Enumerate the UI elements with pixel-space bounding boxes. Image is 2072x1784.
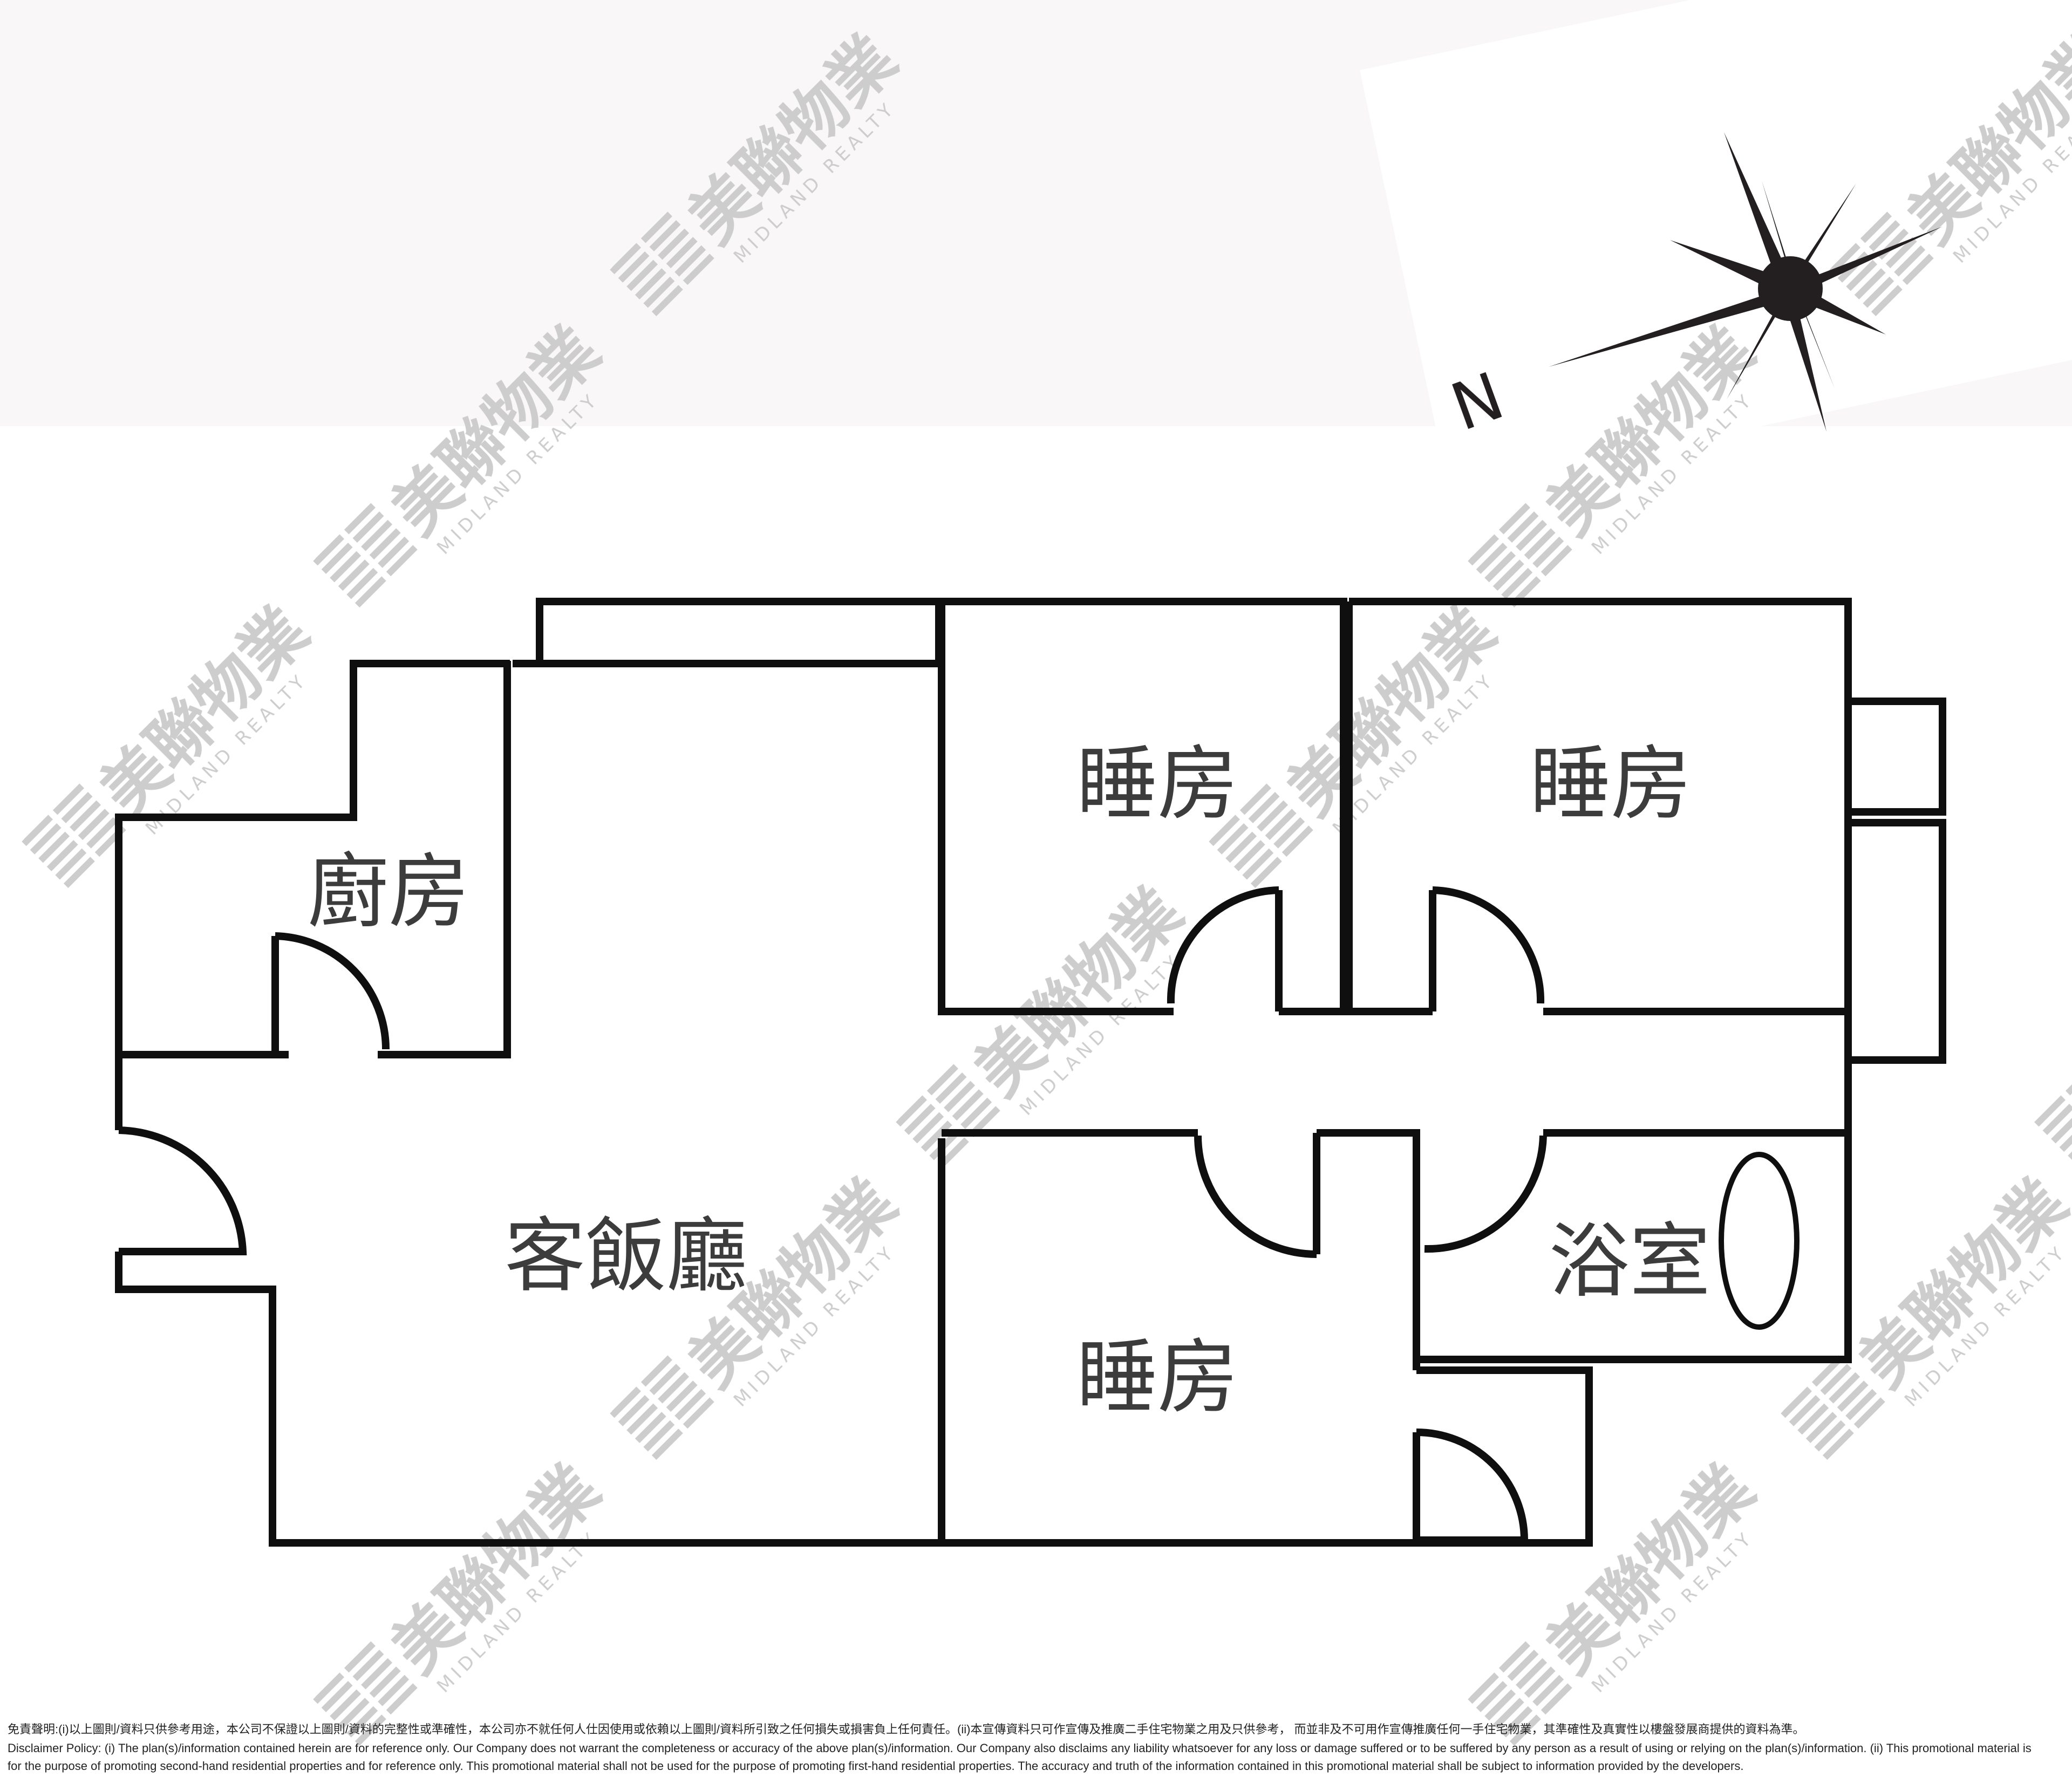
svg-text:美聯物業: 美聯物業: [1273, 593, 1510, 830]
watermark: 美聯物業 MIDLAND REALTY: [313, 313, 614, 608]
svg-text:美聯物業: 美聯物業: [1532, 313, 1769, 549]
walls: [115, 598, 1946, 1547]
bedroom-door-swing: [1432, 886, 1545, 1004]
bathtub: [1719, 1152, 1800, 1330]
bay-window: [1844, 698, 1946, 816]
svg-text:美聯物業: 美聯物業: [86, 593, 323, 830]
kitchen-label: 廚房: [308, 845, 469, 939]
watermark: [2034, 1064, 2072, 1169]
room-labels: 廚房 客飯廳 睡房 睡房 睡房 浴室: [308, 737, 1710, 1425]
disclaimer-english-2: for the purpose of promoting second-hand…: [8, 1759, 1744, 1773]
watermark: 美聯物業 MIDLAND REALTY: [610, 22, 911, 317]
svg-text:美聯物業: 美聯物業: [674, 22, 911, 258]
bathroom-label: 浴室: [1549, 1215, 1710, 1309]
watermark: 美聯物業 MIDLAND REALTY: [1468, 313, 1769, 608]
bedroom-label: 睡房: [1076, 737, 1238, 831]
watermark: 美聯物業 MIDLAND REALTY: [1781, 1165, 2072, 1460]
bedroom-label: 睡房: [1530, 737, 1692, 831]
svg-text:美聯物業: 美聯物業: [378, 1451, 614, 1687]
balcony: [536, 598, 943, 667]
kitchen-door-swing: [275, 932, 390, 1050]
closet-door-swing: [1416, 1428, 1529, 1544]
living-dining-label: 客飯廳: [505, 1209, 747, 1303]
watermark: 美聯物業 MIDLAND REALTY: [313, 1451, 614, 1746]
bedroom-door-swing: [1194, 1135, 1317, 1258]
svg-text:美聯物業: 美聯物業: [1532, 1451, 1769, 1687]
kitchen-wall: [378, 661, 511, 1058]
compass-center: [1758, 256, 1823, 321]
watermark: 美聯物業 MIDLAND REALTY: [22, 593, 323, 888]
watermark: 美聯物業 MIDLAND REALTY: [1829, 22, 2072, 317]
north-label: N: [1442, 359, 1513, 446]
bedroom-label: 睡房: [1076, 1331, 1238, 1425]
entrance-door-swing: [118, 1126, 247, 1255]
watermark: 美聯物業 MIDLAND REALTY: [1209, 593, 1510, 888]
bedroom-door-swing: [1167, 886, 1279, 1004]
disclaimer-chinese: 免責聲明:(i)以上圖則/資料只供參考用途，本公司不保證以上圖則/資料的完整性或…: [8, 1723, 1805, 1736]
disclaimer-english-1: Disclaimer Policy: (i) The plan(s)/infor…: [8, 1741, 2032, 1755]
bay-window: [1844, 819, 1946, 1064]
svg-text:美聯物業: 美聯物業: [378, 313, 614, 549]
svg-text:美聯物業: 美聯物業: [960, 874, 1197, 1110]
bathroom-door-swing: [1424, 1135, 1547, 1253]
